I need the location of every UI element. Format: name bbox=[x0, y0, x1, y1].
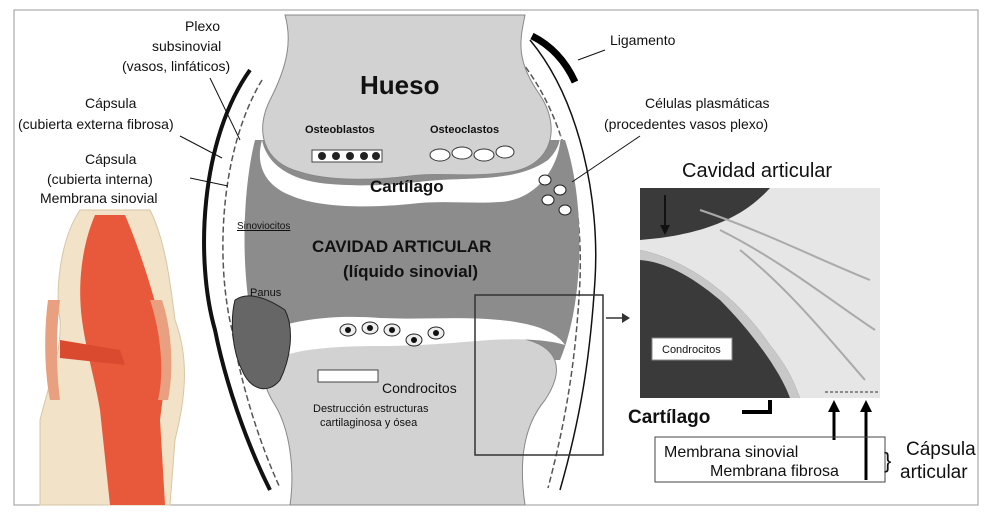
osteoblastos-label: Osteoblastos bbox=[305, 124, 375, 136]
cartilage-arrow bbox=[742, 400, 770, 412]
capsula-ext-label-2: (cubierta externa fibrosa) bbox=[18, 116, 174, 132]
cartilago-top-label: Cartílago bbox=[370, 177, 444, 196]
destruccion-label-1: Destrucción estructuras bbox=[313, 403, 429, 415]
capsula-art-label-2: articular bbox=[900, 462, 968, 483]
membrana-fibrosa-label: Membrana fibrosa bbox=[710, 463, 839, 480]
plexo-label-3: (vasos, linfáticos) bbox=[122, 58, 230, 74]
plexo-label-2: subsinovial bbox=[152, 38, 221, 54]
ligamento-label: Ligamento bbox=[610, 32, 676, 48]
capsula-int-label-3: Membrana sinovial bbox=[40, 190, 158, 206]
cavidad-main-label: CAVIDAD ARTICULAR bbox=[312, 237, 491, 256]
capsula-int-label-1: Cápsula bbox=[85, 151, 137, 167]
capsula-int-label-2: (cubierta interna) bbox=[47, 171, 153, 187]
destruccion-label-2: cartilaginosa y ósea bbox=[320, 417, 418, 429]
membrana-sinovial-label: Membrana sinovial bbox=[664, 444, 798, 461]
osteoblast-cells bbox=[312, 150, 382, 162]
liquido-label: (líquido sinovial) bbox=[343, 262, 478, 281]
micro-condrocitos-label: Condrocitos bbox=[662, 344, 721, 356]
condrocitos-label: Condrocitos bbox=[382, 380, 457, 396]
plexo-label-1: Plexo bbox=[185, 18, 220, 34]
micrograph: Condrocitos bbox=[640, 188, 880, 398]
plasmaticas-label-2: (procedentes vasos plexo) bbox=[604, 116, 768, 132]
hueso-label: Hueso bbox=[360, 70, 439, 100]
knee-illustration bbox=[40, 210, 184, 505]
cavidad-micro-label: Cavidad articular bbox=[682, 160, 832, 182]
capsula-art-label-1: Cápsula bbox=[906, 439, 976, 460]
plasmaticas-label-1: Células plasmáticas bbox=[645, 95, 770, 111]
panus-label: Panus bbox=[250, 287, 282, 299]
osteoclastos-label: Osteoclastos bbox=[430, 124, 499, 136]
sinoviocitos-label: Sinoviocitos bbox=[237, 221, 290, 232]
cartilago-micro-label: Cartílago bbox=[628, 407, 710, 428]
capsula-ext-label-1: Cápsula bbox=[85, 95, 137, 111]
bracket-icon: } bbox=[884, 448, 891, 473]
